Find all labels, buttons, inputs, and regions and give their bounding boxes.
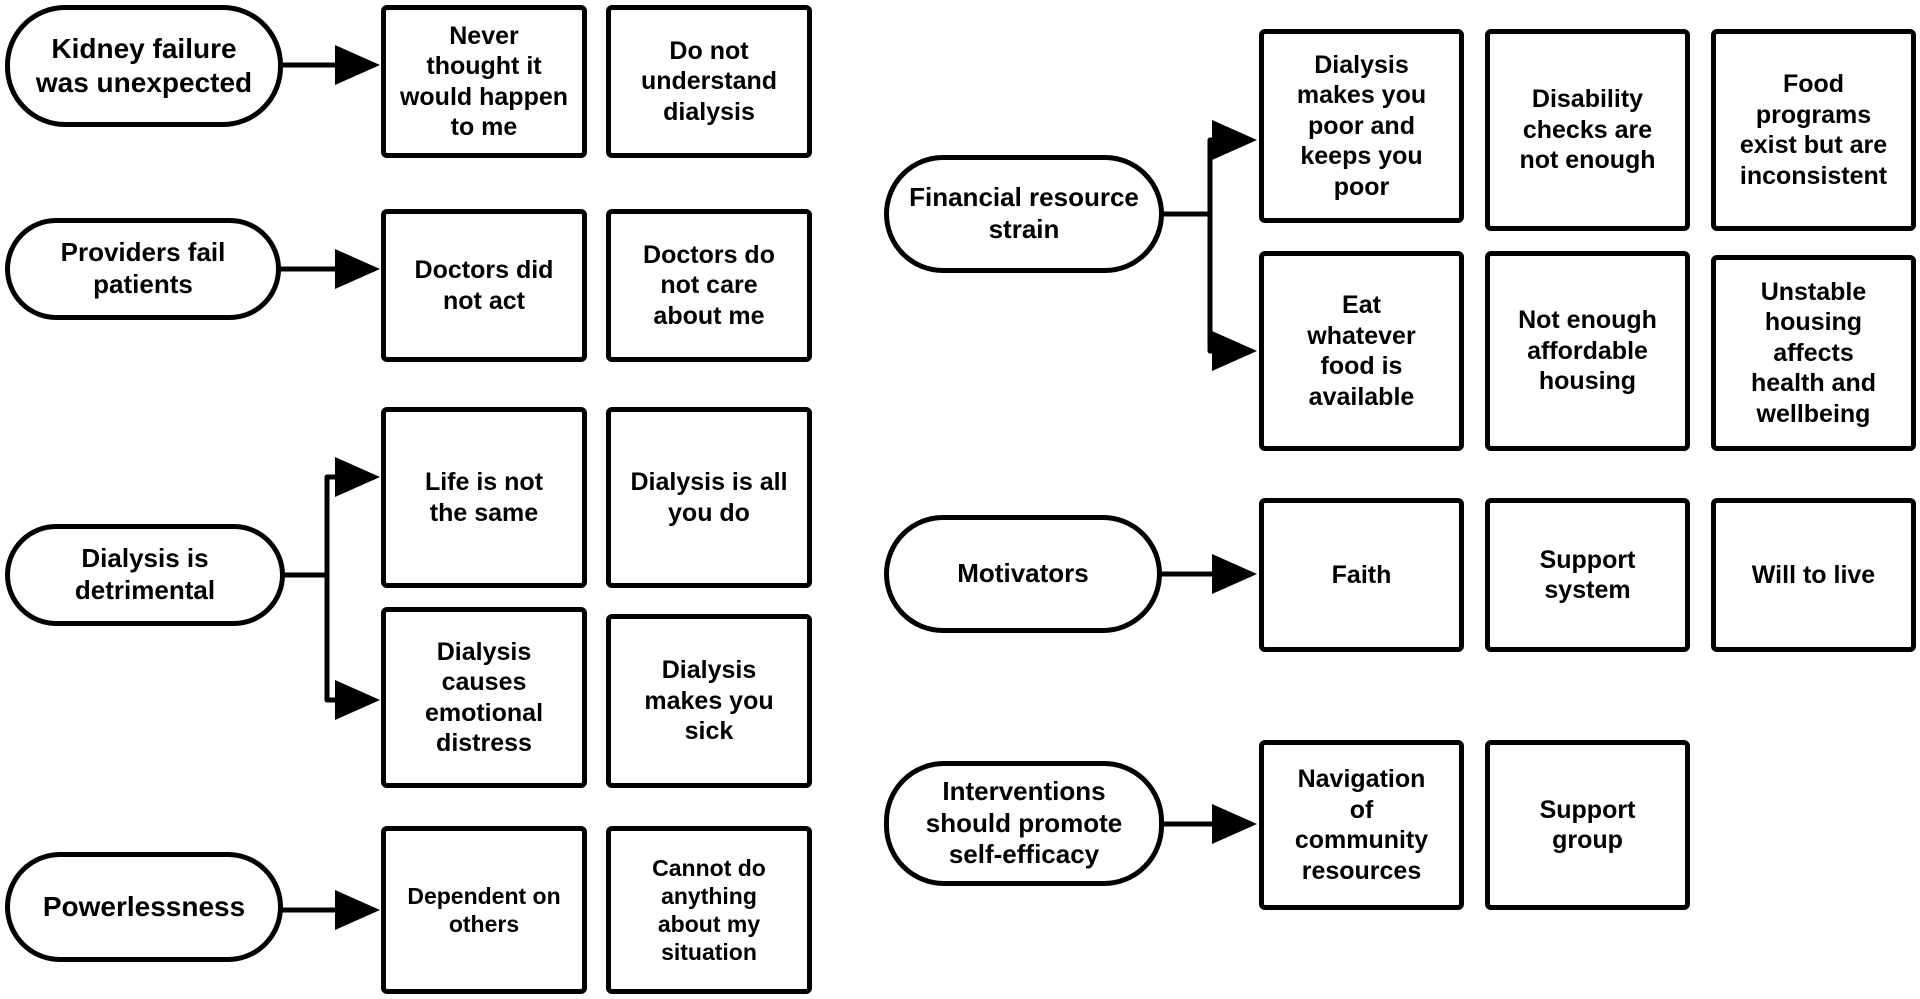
theme-motivators: Motivators	[884, 515, 1162, 633]
theme-kidney-failure-unexpected: Kidney failure was unexpected	[5, 5, 283, 127]
theme-financial-resource-strain: Financial resource strain	[884, 155, 1164, 273]
box-do-not-understand-dialysis: Do not understand dialysis	[606, 5, 812, 158]
box-support-system: Support system	[1485, 498, 1690, 652]
box-dialysis-makes-you-poor: Dialysis makes you poor and keeps you po…	[1259, 29, 1464, 223]
box-life-is-not-the-same: Life is not the same	[381, 407, 587, 588]
theme-dialysis-is-detrimental: Dialysis is detrimental	[5, 524, 285, 626]
box-cannot-do-anything: Cannot do anything about my situation	[606, 826, 812, 994]
box-unstable-housing: Unstable housing affects health and well…	[1711, 255, 1916, 451]
box-dialysis-causes-emotional-distress: Dialysis causes emotional distress	[381, 607, 587, 788]
branch-dialysis-detrimental	[284, 474, 375, 703]
box-will-to-live: Will to live	[1711, 498, 1916, 652]
box-not-enough-affordable-housing: Not enough affordable housing	[1485, 251, 1690, 451]
box-dialysis-is-all-you-do: Dialysis is all you do	[606, 407, 812, 588]
box-doctors-did-not-act: Doctors did not act	[381, 209, 587, 362]
theme-interventions-self-efficacy: Interventions should promote self-effica…	[884, 761, 1164, 886]
box-dialysis-makes-you-sick: Dialysis makes you sick	[606, 614, 812, 788]
theme-providers-fail-patients: Providers fail patients	[5, 218, 281, 320]
box-food-programs-inconsistent: Food programs exist but are inconsistent	[1711, 29, 1916, 231]
box-faith: Faith	[1259, 498, 1464, 652]
box-navigation-community-resources: Navigation of community resources	[1259, 740, 1464, 910]
box-doctors-do-not-care: Doctors do not care about me	[606, 209, 812, 362]
box-support-group: Support group	[1485, 740, 1690, 910]
theme-powerlessness: Powerlessness	[5, 852, 283, 962]
box-disability-checks: Disability checks are not enough	[1485, 29, 1690, 231]
box-eat-whatever-food: Eat whatever food is available	[1259, 251, 1464, 451]
branch-financial	[1162, 137, 1250, 354]
box-never-thought-it-would-happen: Never thought it would happen to me	[381, 5, 587, 158]
box-dependent-on-others: Dependent on others	[381, 826, 587, 994]
